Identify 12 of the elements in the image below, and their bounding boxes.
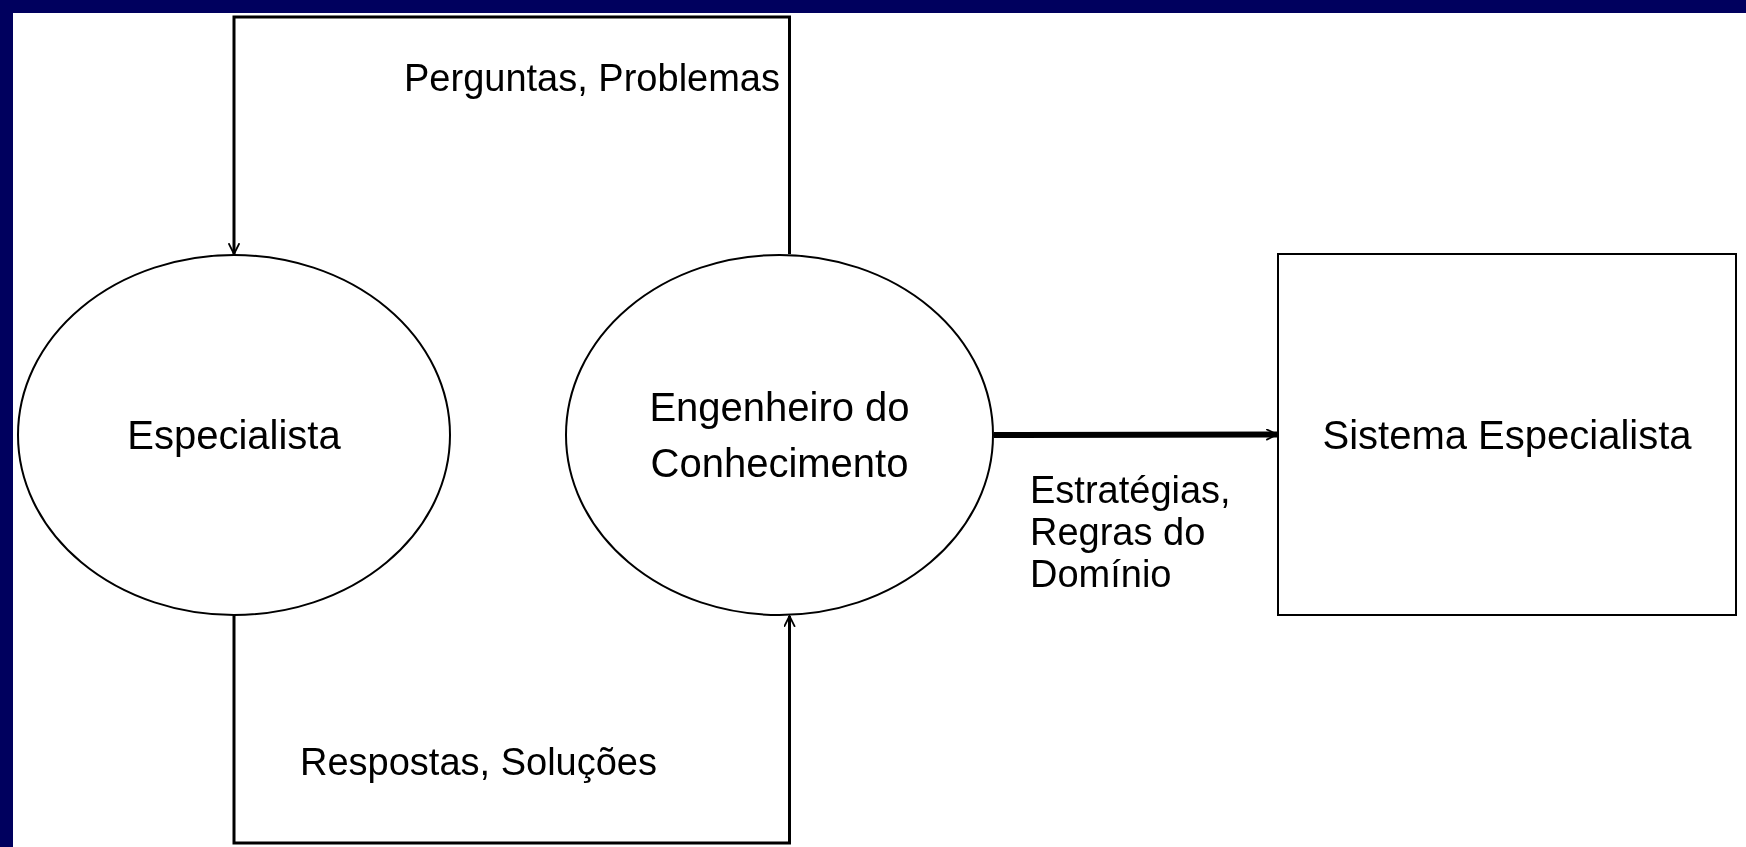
process-box: [1277, 253, 1737, 616]
arrow: [227, 15, 791, 255]
ellipse-node: [565, 254, 994, 616]
node-label: Sistema Especialista: [1322, 411, 1692, 459]
ellipse-node: [17, 254, 451, 616]
edge-label: Respostas, Soluções: [300, 742, 658, 784]
arrow: [232, 615, 796, 845]
edge-label: Perguntas, Problemas: [403, 58, 780, 100]
node-label: Especialista: [127, 412, 341, 459]
edge-label: Estratégias, Regras do Domínio: [1030, 470, 1232, 596]
arrow: [994, 428, 1278, 441]
node-label: Engenheiro do Conhecimento: [648, 384, 911, 487]
